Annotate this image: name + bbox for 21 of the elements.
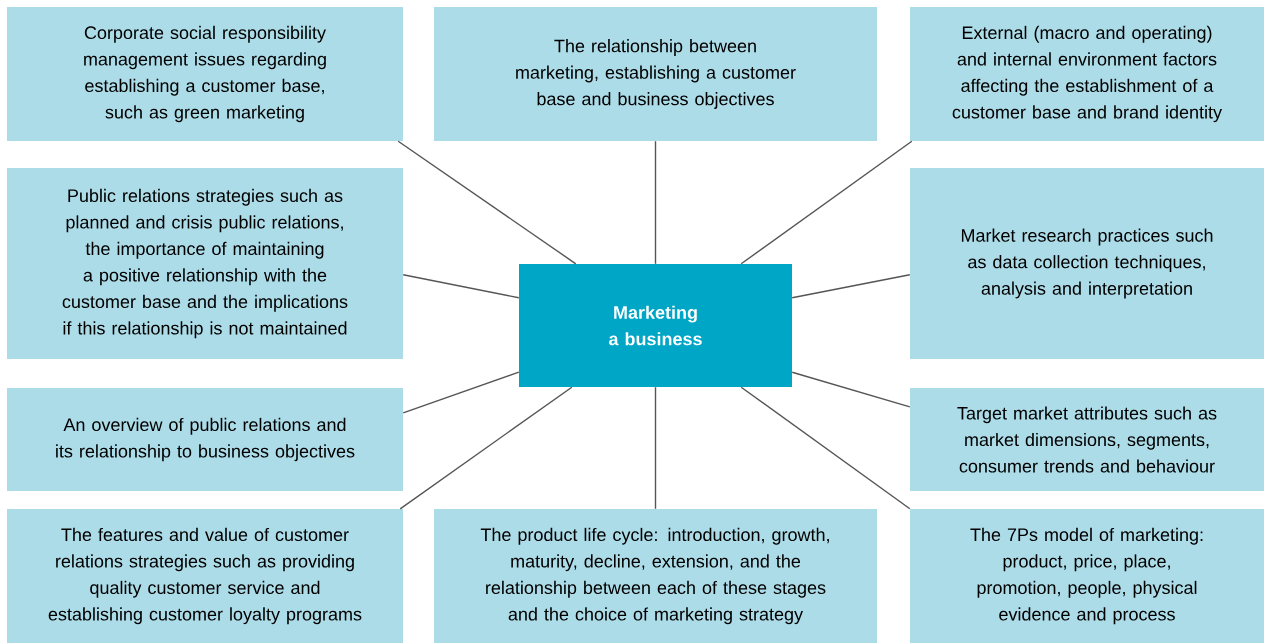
- connector-line: [402, 274, 520, 299]
- topic-box: Public relations strategies such as planned and crisis public relations, the importance of maintaining a positive relationship with the customer base and the implications if this relationship is not maintained: [7, 168, 403, 359]
- connector-line: [740, 386, 911, 510]
- connector-line: [397, 140, 577, 265]
- topic-box: Target market attributes such as market dimensions, segments, consumer trends and behaviour: [910, 388, 1264, 491]
- connector-line: [399, 386, 573, 510]
- topic-box: External (macro and operating) and internal environment factors affecting the establishment of a customer base and brand identity: [910, 7, 1264, 141]
- topic-box: Corporate social responsibility management issues regarding establishing a customer base, such as green marketing: [7, 7, 403, 141]
- topic-box: The product life cycle: introduction, growth, maturity, decline, extension, and the relationship between each of these stages and the choice of marketing strategy: [434, 509, 877, 643]
- central-box: Marketing a business: [519, 264, 792, 387]
- topic-box: The 7Ps model of marketing: product, price, place, promotion, people, physical evidence and process: [910, 509, 1264, 643]
- topic-box: An overview of public relations and its relationship to business objectives: [7, 388, 403, 491]
- connector-line: [791, 274, 911, 299]
- connector-line: [402, 371, 520, 414]
- connector-line: [791, 371, 911, 408]
- connector-line: [654, 386, 657, 510]
- topic-box: The features and value of customer relations strategies such as providing quality customer service and establishing customer loyalty programs: [7, 509, 403, 643]
- connector-line: [654, 140, 657, 265]
- topic-box: Market research practices such as data collection techniques, analysis and interpretation: [910, 168, 1264, 359]
- connector-line: [740, 140, 913, 265]
- topic-box: The relationship between marketing, establishing a customer base and business objectives: [434, 7, 877, 141]
